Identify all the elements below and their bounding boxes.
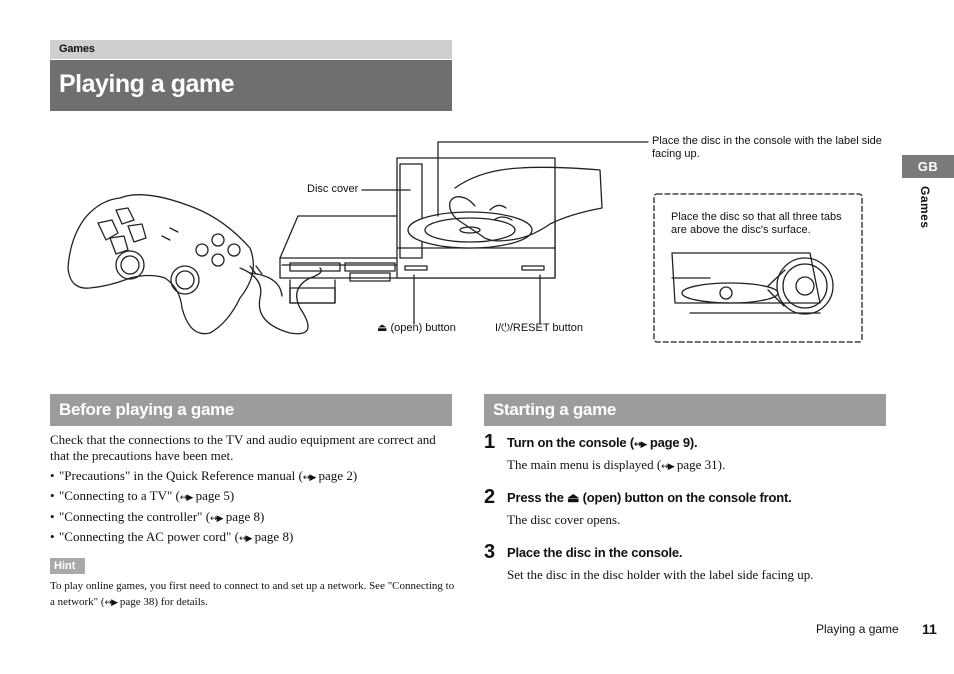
hint-label: Hint xyxy=(50,558,85,574)
section-tag: Games xyxy=(50,40,452,59)
language-badge: GB xyxy=(902,155,954,178)
side-section-label: Games xyxy=(918,186,932,229)
step-number: 1 xyxy=(484,431,496,453)
reference-list: "Precautions" in the Quick Reference man… xyxy=(50,467,455,548)
step-heading: Turn on the console (↔▶ page 9). xyxy=(507,435,698,450)
callout-disc-tabs: Place the disc so that all three tabs ar… xyxy=(671,211,842,236)
list-item: "Connecting the controller" (↔▶ page 8) xyxy=(50,508,455,528)
list-item: "Connecting to a TV" (↔▶ page 5) xyxy=(50,487,455,507)
page-reference-icon: ↔▶ xyxy=(104,597,119,608)
step-description: The main menu is displayed (↔▶ page 31). xyxy=(507,457,726,472)
console-illustration: Place the disc in the console with the l… xyxy=(50,128,882,348)
console-diagram xyxy=(67,141,863,343)
step-number: 2 xyxy=(484,486,496,508)
page-reference-icon: ↔▶ xyxy=(634,440,648,450)
before-playing-heading: Before playing a game xyxy=(50,394,452,426)
step-number: 3 xyxy=(484,541,496,563)
page-number: 11 xyxy=(922,621,937,637)
page-title: Playing a game xyxy=(50,60,452,111)
page-reference-icon: ↔▶ xyxy=(210,513,224,524)
controller-drawing xyxy=(67,194,322,335)
hint-text: To play online games, you first need to … xyxy=(50,580,455,608)
page-reference-icon: ↔▶ xyxy=(179,493,194,504)
footer-section-label: Playing a game xyxy=(816,622,899,636)
step-heading: Press the ⏏ (open) button on the console… xyxy=(507,490,792,505)
callout-reset-button: I/⏻/RESET button xyxy=(495,322,583,334)
list-item: "Connecting the AC power cord" (↔▶ page … xyxy=(50,528,455,548)
disc-and-hand-drawing xyxy=(407,166,603,249)
before-playing-body: Check that the connections to the TV and… xyxy=(50,432,455,548)
step-description: The disc cover opens. xyxy=(507,512,621,527)
page-reference-icon: ↔▶ xyxy=(238,533,253,544)
page-reference-icon: ↔▶ xyxy=(661,462,675,472)
callout-disc-place: Place the disc in the console with the l… xyxy=(652,135,882,160)
disc-tray-inset-drawing xyxy=(671,252,834,315)
page-reference-icon: ↔▶ xyxy=(302,473,317,483)
before-playing-intro: Check that the connections to the TV and… xyxy=(50,432,436,463)
step-heading: Place the disc in the console. xyxy=(507,545,683,560)
starting-game-heading: Starting a game xyxy=(484,394,886,426)
callout-open-button: ⏏ (open) button xyxy=(377,322,456,334)
step-description: Set the disc in the disc holder with the… xyxy=(507,567,814,582)
list-item: "Precautions" in the Quick Reference man… xyxy=(50,467,455,487)
callout-disc-cover: Disc cover xyxy=(307,183,359,195)
